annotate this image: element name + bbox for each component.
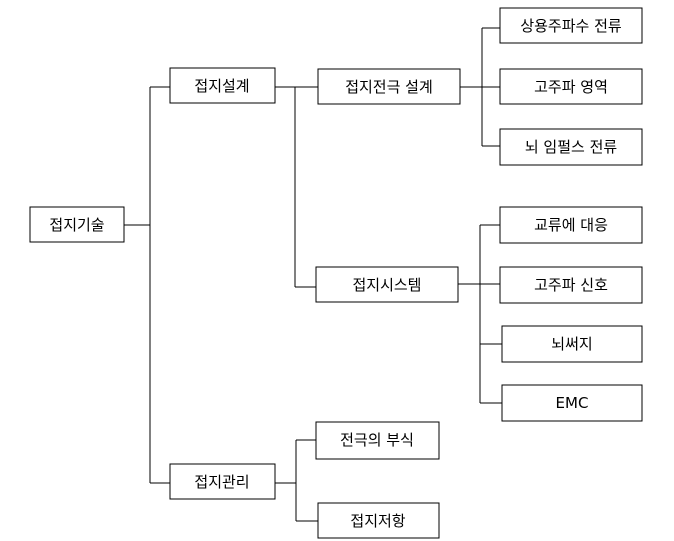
node-lightning-impulse-current: 뇌 임펄스 전류 <box>499 128 643 166</box>
connector-lines <box>124 27 502 522</box>
node-power-frequency-current: 상용주파수 전류 <box>499 7 643 44</box>
node-emc: EMC <box>501 384 643 422</box>
node-label: 접지설계 <box>194 77 249 95</box>
node-label: 상용주파수 전류 <box>520 17 622 35</box>
node-label: 접지관리 <box>194 473 249 491</box>
node-label: 고주파 신호 <box>534 276 608 294</box>
node-lightning-surge: 뇌써지 <box>501 325 643 363</box>
node-electrode-design: 접지전극 설계 <box>317 68 461 105</box>
node-high-frequency-signal: 고주파 신호 <box>499 266 643 304</box>
node-label: 전극의 부식 <box>340 431 414 449</box>
node-root: 접지기술 <box>29 206 125 243</box>
node-label: 뇌써지 <box>551 335 592 353</box>
node-label: 접지기술 <box>49 216 104 234</box>
node-grounding-system: 접지시스템 <box>315 266 459 303</box>
node-label: EMC <box>556 394 589 412</box>
node-design: 접지설계 <box>169 67 276 104</box>
node-label: 접지저항 <box>350 512 405 530</box>
node-label: 교류에 대응 <box>534 216 608 234</box>
node-label: 뇌 임펄스 전류 <box>525 138 618 156</box>
node-label: 접지시스템 <box>352 276 421 294</box>
node-label: 접지전극 설계 <box>345 78 433 96</box>
node-high-frequency-region: 고주파 영역 <box>499 68 643 105</box>
node-label: 고주파 영역 <box>534 78 608 96</box>
node-ground-resistance: 접지저항 <box>317 502 440 539</box>
node-management: 접지관리 <box>169 463 276 500</box>
node-ac-response: 교류에 대응 <box>499 206 643 244</box>
node-electrode-corrosion: 전극의 부식 <box>315 421 440 460</box>
